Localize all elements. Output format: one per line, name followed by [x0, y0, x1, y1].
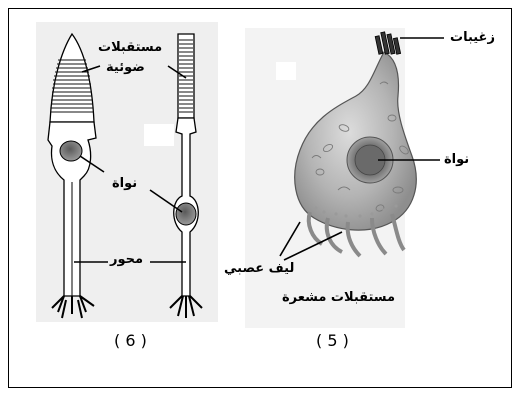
label-nucleus-right: نواة	[444, 152, 469, 168]
cone-nucleus	[60, 141, 82, 161]
label-nucleus-left: نواة	[112, 176, 137, 192]
label-nerve-fiber: ليف عصبي	[224, 261, 294, 277]
label-microvilli: زغيبات	[450, 30, 495, 46]
scan-mask	[144, 124, 174, 146]
label-photoreceptors-line2: ضوئية	[106, 60, 145, 76]
figure-number-6: ( 6 )	[114, 331, 147, 350]
scan-mask	[220, 162, 236, 178]
figure-number-5: ( 5 )	[316, 331, 349, 350]
scan-mask	[276, 62, 296, 80]
label-axon: محور	[110, 252, 143, 268]
rod-nucleus	[176, 203, 196, 225]
label-photoreceptors-line1: مستقبلات	[98, 40, 162, 56]
label-hair-receptors: مستقبلات مشعرة	[282, 290, 395, 306]
